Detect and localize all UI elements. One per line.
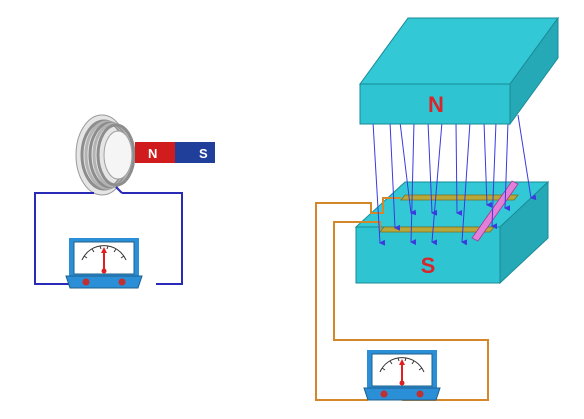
right-circuit-wire bbox=[315, 197, 489, 401]
bottom-magnet-label: S bbox=[421, 253, 436, 278]
bar-magnet-south-label: S bbox=[199, 146, 208, 161]
left-experiment: N S bbox=[34, 114, 215, 289]
sliding-rod bbox=[471, 180, 519, 242]
bar-magnet-north-label: N bbox=[148, 146, 157, 161]
left-circuit-wire bbox=[34, 192, 183, 285]
bar-magnet-south bbox=[175, 142, 215, 163]
top-magnet: N bbox=[359, 16, 559, 126]
left-galvanometer bbox=[65, 237, 143, 289]
coil bbox=[75, 114, 136, 196]
bar-magnet: N S bbox=[135, 142, 215, 163]
bar-magnet-north bbox=[135, 142, 175, 163]
right-experiment: S bbox=[315, 16, 559, 401]
right-galvanometer bbox=[363, 349, 441, 401]
top-magnet-label: N bbox=[428, 92, 444, 117]
rails bbox=[379, 194, 519, 233]
magnetic-field-lines bbox=[372, 114, 537, 246]
